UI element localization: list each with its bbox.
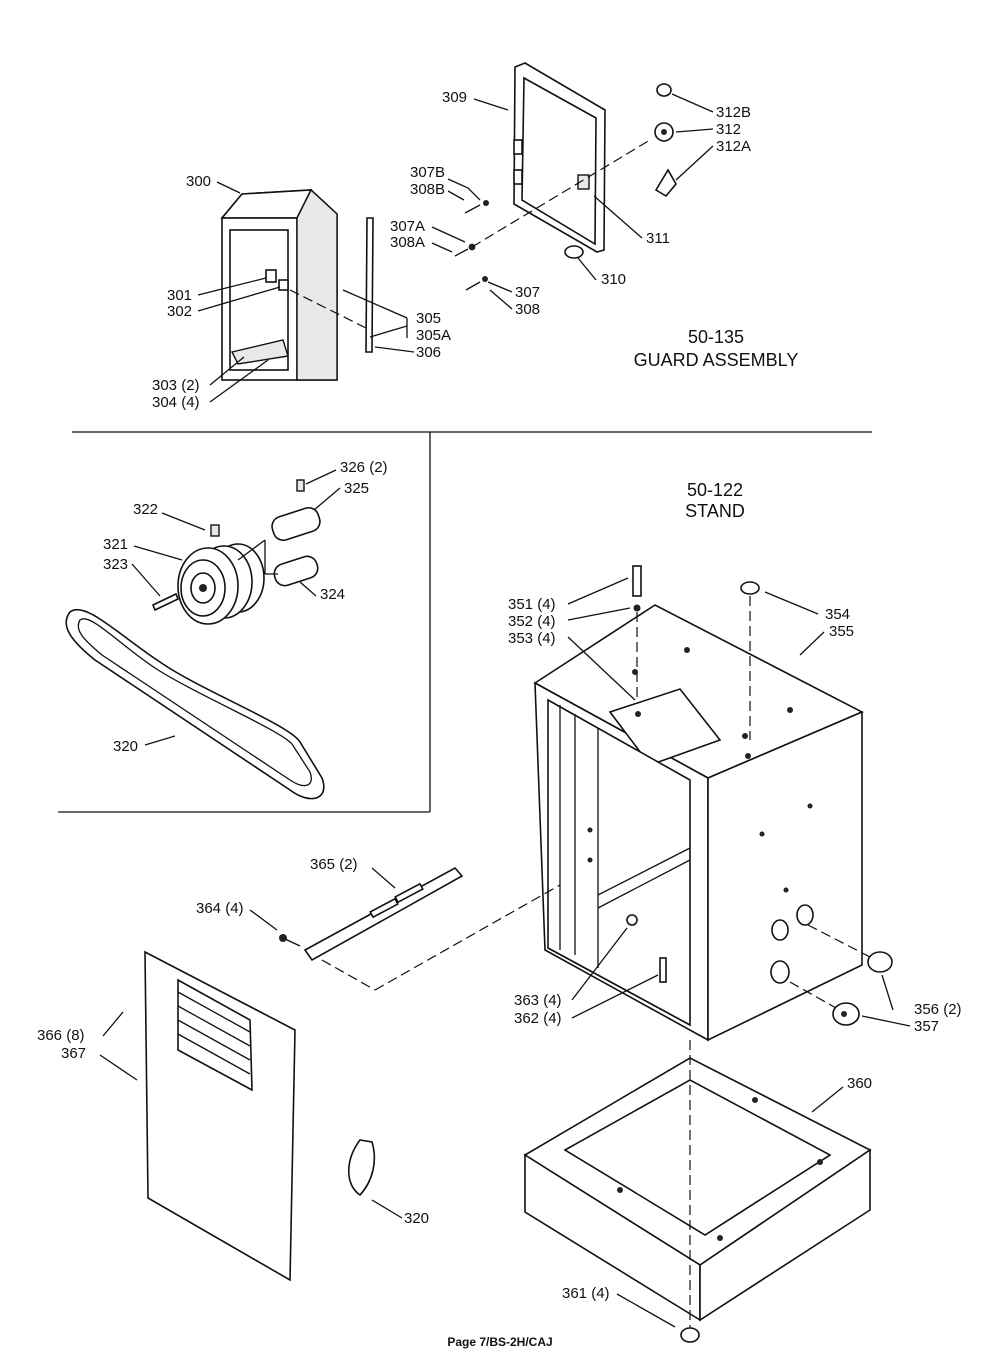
- stand-section: 50-122 STAND: [37, 480, 962, 1343]
- callout-310: 310: [601, 271, 626, 288]
- callout-312B: 312B: [716, 104, 751, 121]
- callout-307A: 307A: [390, 218, 425, 235]
- callout-303: 303 (2): [152, 377, 200, 394]
- sleeve-324: [273, 555, 319, 587]
- callout-304: 304 (4): [152, 394, 200, 411]
- callout-301: 301: [167, 287, 192, 304]
- callout-312A: 312A: [716, 138, 751, 155]
- bushing-357: [789, 981, 860, 1026]
- drive-parts-section: 322 321 323 326 (2) 325 324 320: [65, 459, 388, 800]
- callout-300: 300: [186, 173, 211, 190]
- sleeve-325: [271, 479, 321, 542]
- gasket-strip-305: [365, 217, 374, 353]
- bolt-364: [279, 934, 301, 947]
- callout-326: 326 (2): [340, 459, 388, 476]
- guard-assembly-title: GUARD ASSEMBLY: [634, 350, 799, 370]
- callout-312: 312: [716, 121, 741, 138]
- callout-309: 309: [442, 89, 467, 106]
- callout-351: 351 (4): [508, 596, 556, 613]
- callout-305A: 305A: [416, 327, 451, 344]
- callout-320-stand: 320: [404, 1210, 429, 1227]
- callout-354: 354: [825, 606, 850, 623]
- callout-306: 306: [416, 344, 441, 361]
- callout-305: 305: [416, 310, 441, 327]
- guard-leaders: [197, 93, 714, 403]
- callout-308: 308: [515, 301, 540, 318]
- base-360: [523, 1040, 872, 1330]
- knob-parts-312: [654, 83, 677, 198]
- screws-307: [454, 200, 489, 291]
- guard-assembly-section: 300 301 302 303 (2) 304 (4) 305 305A 306…: [152, 62, 799, 411]
- callout-307: 307: [515, 284, 540, 301]
- callout-362: 362 (4): [514, 1010, 562, 1027]
- knob-310: [564, 245, 584, 259]
- guard-box-300: [220, 188, 338, 381]
- stand-cabinet-355: [533, 604, 864, 1042]
- stand-leaders: [99, 577, 911, 1328]
- front-panel-367: [144, 950, 296, 1282]
- callout-308A: 308A: [390, 234, 425, 251]
- v-belt-320-small: [348, 1139, 376, 1197]
- callout-353: 353 (4): [508, 630, 556, 647]
- callout-323: 323: [103, 556, 128, 573]
- callout-352: 352 (4): [508, 613, 556, 630]
- bolt-362: [659, 957, 667, 983]
- v-belt-320: [65, 609, 325, 800]
- callout-356: 356 (2): [914, 1001, 962, 1018]
- bolt-stack-351: [632, 565, 642, 717]
- callout-320: 320: [113, 738, 138, 755]
- callout-365: 365 (2): [310, 856, 358, 873]
- page-footer: Page 7/BS-2H/CAJ: [447, 1335, 552, 1349]
- set-screw-322: [210, 524, 220, 537]
- callout-321: 321: [103, 536, 128, 553]
- callout-363: 363 (4): [514, 992, 562, 1009]
- guard-door-309: [513, 62, 606, 253]
- foot-361: [680, 1327, 700, 1343]
- callout-302: 302: [167, 303, 192, 320]
- callout-366: 366 (8): [37, 1027, 85, 1044]
- callout-367: 367: [61, 1045, 86, 1062]
- stand-model-number: 50-122: [687, 480, 743, 500]
- callout-311: 311: [646, 230, 670, 247]
- pulley-321: [177, 543, 265, 625]
- callout-325: 325: [344, 480, 369, 497]
- callout-361: 361 (4): [562, 1285, 610, 1302]
- guard-model-number: 50-135: [688, 327, 744, 347]
- callout-360: 360: [847, 1075, 872, 1092]
- callout-308B: 308B: [410, 181, 445, 198]
- bumper-354: [740, 581, 760, 740]
- callout-307B: 307B: [410, 164, 445, 181]
- nut-363: [626, 914, 638, 926]
- callout-357: 357: [914, 1018, 939, 1035]
- rail-365: [303, 866, 561, 991]
- stand-title: STAND: [685, 501, 745, 521]
- callout-355: 355: [829, 623, 854, 640]
- callout-324: 324: [320, 586, 345, 603]
- callout-322: 322: [133, 501, 158, 518]
- key-323: [151, 592, 180, 612]
- plug-356: [807, 924, 893, 973]
- callout-364: 364 (4): [196, 900, 244, 917]
